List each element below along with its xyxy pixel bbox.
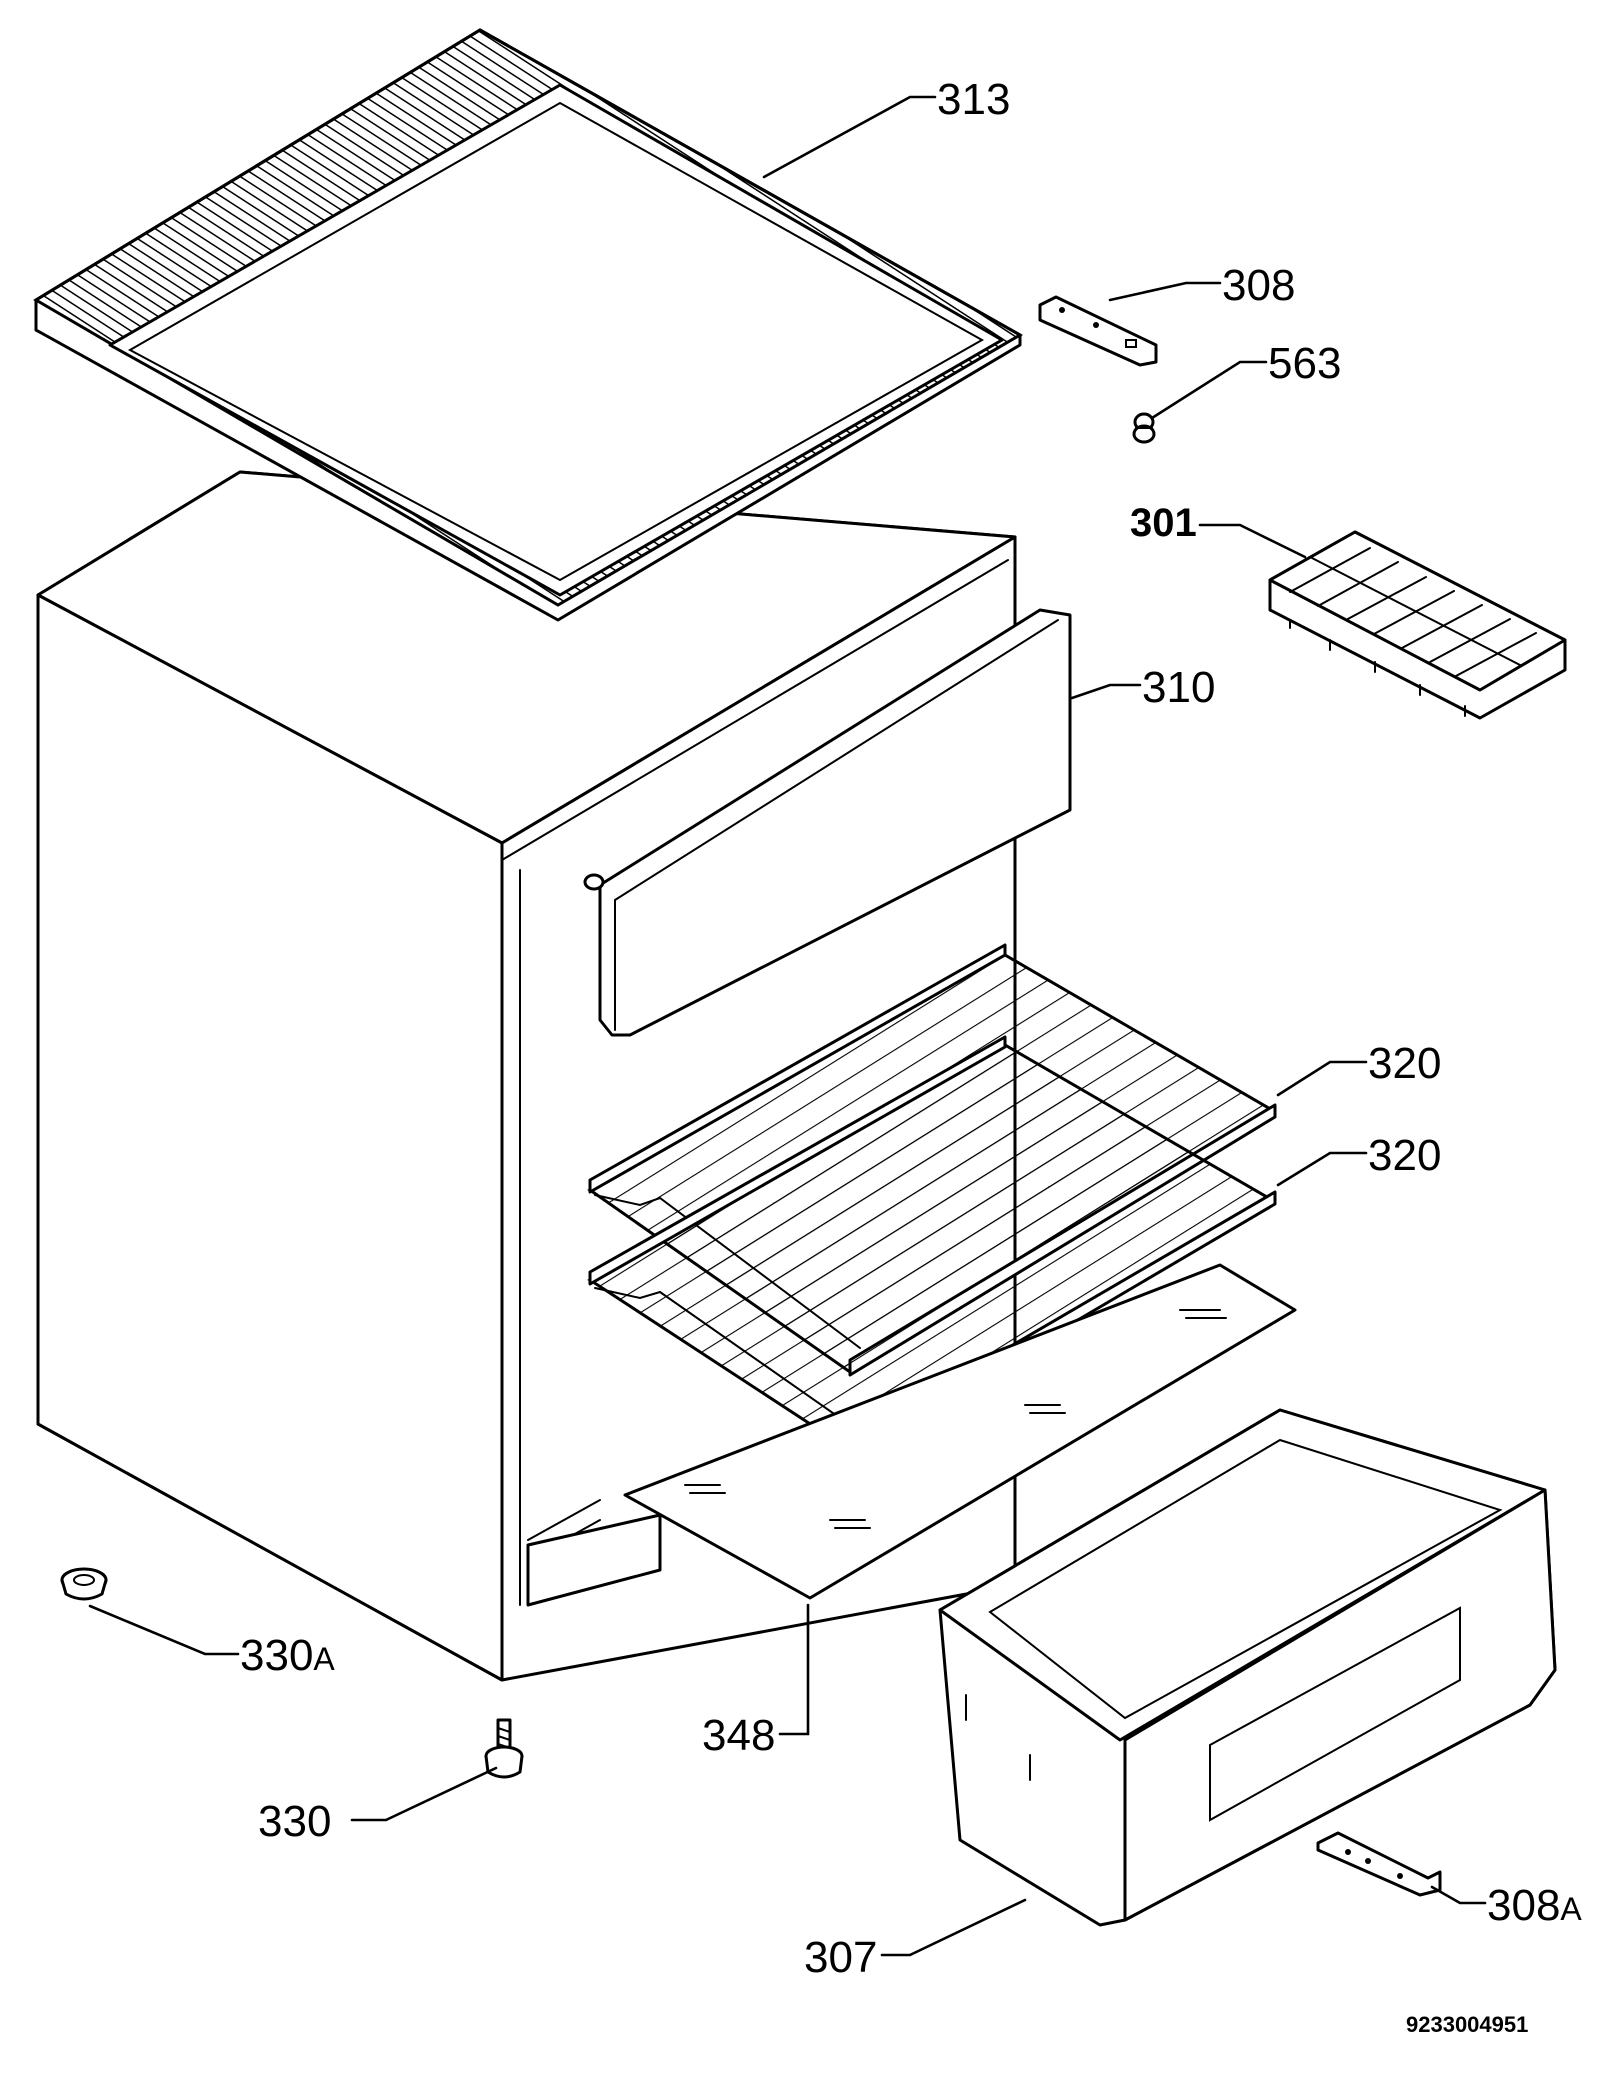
callout-320-lower: 320 [1368, 1131, 1441, 1180]
worktop-313 [33, 28, 1024, 622]
hinge-bottom-308a [1316, 1831, 1442, 1897]
callout-308a: 308A [1487, 1881, 1582, 1930]
glass-shelf-348 [623, 1263, 1297, 1600]
ice-tray-301 [1268, 530, 1567, 720]
callout-313: 313 [937, 75, 1010, 124]
callout-330a-number: 330 [240, 1631, 313, 1680]
hinge-pin-563 [1132, 412, 1156, 444]
callout-330a-suffix: A [313, 1641, 335, 1677]
callout-308a-suffix: A [1560, 1891, 1582, 1927]
crisper-drawer-307 [938, 1408, 1557, 1927]
leader-lines [88, 95, 1487, 1957]
callout-308a-number: 308 [1487, 1881, 1560, 1930]
callout-348: 348 [702, 1711, 775, 1760]
callout-320-upper: 320 [1368, 1039, 1441, 1088]
callout-301: 301 [1130, 501, 1197, 545]
callout-330a: 330A [240, 1631, 335, 1680]
adjustable-foot-330 [484, 1718, 524, 1779]
document-number: 9233004951 [1406, 2012, 1528, 2037]
callout-307: 307 [804, 1933, 877, 1982]
callout-310: 310 [1142, 663, 1215, 712]
callout-563: 563 [1268, 339, 1341, 388]
hinge-top-308 [1038, 295, 1158, 367]
evaporator-flap-310 [583, 608, 1072, 1037]
callout-330: 330 [258, 1797, 331, 1846]
callout-labels: 313 308 563 301 310 320 320 330A 348 330… [240, 75, 1582, 2037]
foot-cap-330a [60, 1567, 108, 1601]
callout-308: 308 [1222, 261, 1295, 310]
